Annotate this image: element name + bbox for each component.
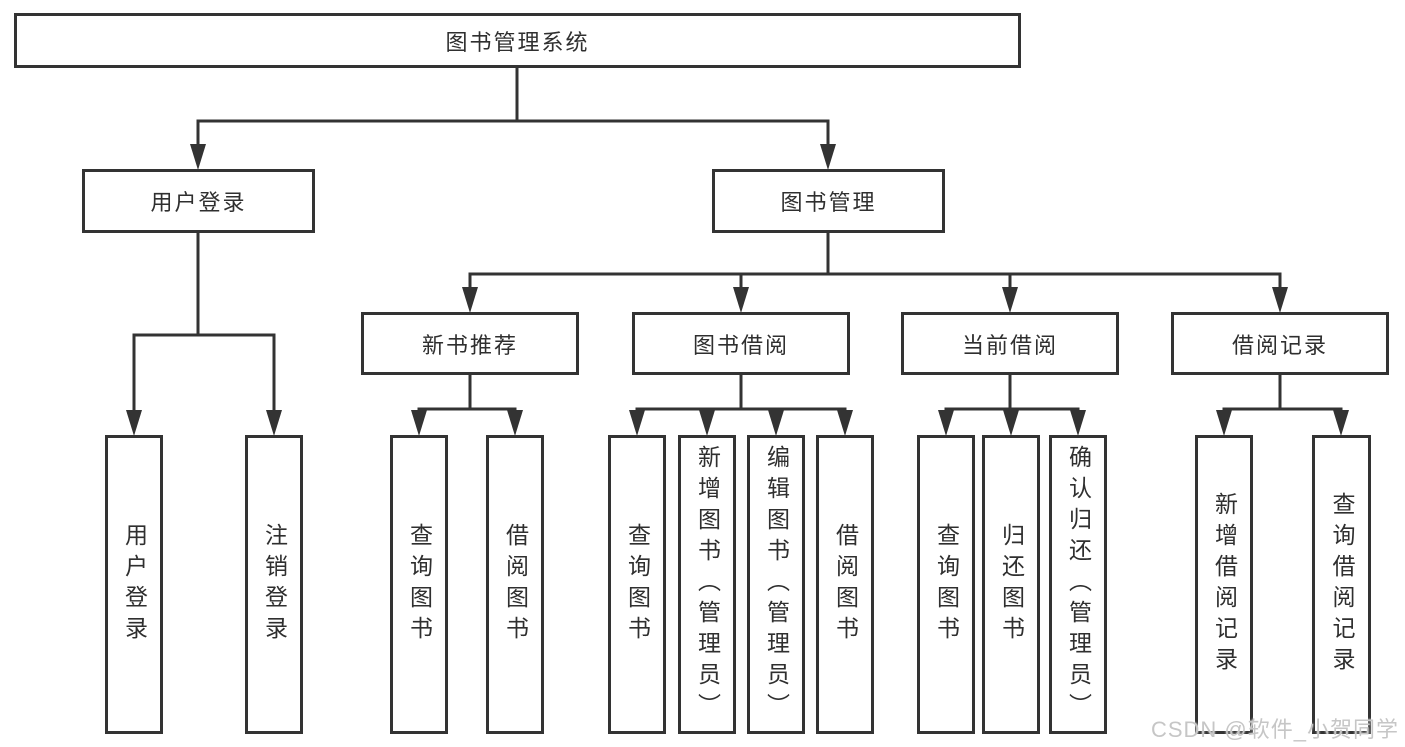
leaf-label: 新增借阅记录	[1211, 491, 1238, 678]
leaf-label: 注销登录	[261, 522, 288, 647]
node-borrow-records: 借阅记录	[1171, 312, 1389, 375]
node-new-book-recommend: 新书推荐	[361, 312, 579, 375]
leaf-label: 编辑图书（管理员）	[763, 445, 790, 724]
leaf-add-borrow-record: 新增借阅记录	[1195, 435, 1253, 734]
leaf-query-book-current: 查询图书	[917, 435, 975, 734]
leaf-borrow-book-recommend: 借阅图书	[486, 435, 544, 734]
leaf-query-book-borrow: 查询图书	[608, 435, 666, 734]
leaf-label: 查询图书	[624, 522, 651, 647]
node-book-borrow: 图书借阅	[632, 312, 850, 375]
node-label: 用户登录	[150, 190, 247, 215]
leaf-label: 借阅图书	[502, 522, 529, 647]
leaf-borrow-book: 借阅图书	[816, 435, 874, 734]
leaf-label: 借阅图书	[832, 522, 859, 647]
leaf-query-borrow-record: 查询借阅记录	[1312, 435, 1371, 734]
leaf-query-book-recommend: 查询图书	[390, 435, 448, 734]
node-label: 当前借阅	[961, 332, 1058, 358]
leaf-edit-book-admin: 编辑图书（管理员）	[747, 435, 805, 734]
leaf-user-login: 用户登录	[105, 435, 163, 734]
leaf-label: 归还图书	[998, 522, 1025, 647]
leaf-label: 查询借阅记录	[1329, 491, 1355, 678]
node-current-borrow: 当前借阅	[901, 312, 1119, 375]
node-label: 图书借阅	[692, 332, 789, 358]
node-label: 图书管理	[780, 190, 877, 215]
node-library-management-system: 图书管理系统	[14, 13, 1021, 68]
leaf-label: 用户登录	[121, 522, 148, 647]
leaf-label: 新增图书（管理员）	[694, 445, 721, 724]
leaf-add-book-admin: 新增图书（管理员）	[678, 435, 736, 734]
leaf-return-book: 归还图书	[982, 435, 1040, 734]
leaf-label: 查询图书	[933, 522, 960, 647]
leaf-label: 查询图书	[406, 522, 433, 647]
node-label: 借阅记录	[1231, 332, 1328, 358]
node-book-management: 图书管理	[712, 169, 945, 233]
node-label: 图书管理系统	[445, 29, 590, 55]
node-user-login: 用户登录	[82, 169, 315, 233]
leaf-label: 确认归还（管理员）	[1065, 445, 1092, 724]
csdn-watermark: CSDN @软件_小贺同学	[1150, 717, 1399, 742]
leaf-logout: 注销登录	[245, 435, 303, 734]
leaf-confirm-return-admin: 确认归还（管理员）	[1049, 435, 1107, 734]
node-label: 新书推荐	[421, 332, 518, 358]
